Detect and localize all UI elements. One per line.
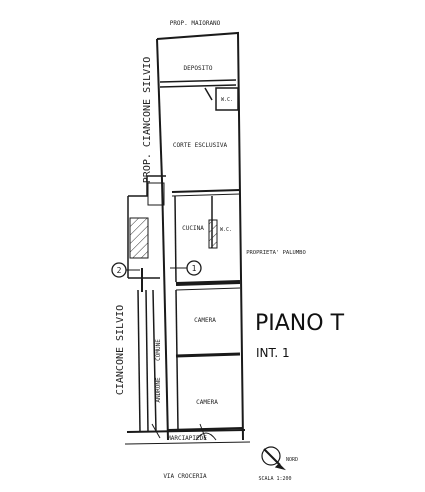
room-cucina: CUCINA bbox=[182, 225, 204, 232]
camera-walls bbox=[167, 280, 244, 431]
sidewalk bbox=[124, 423, 251, 445]
room-camera-1: CAMERA bbox=[194, 317, 216, 324]
room-wc-mid: W.C. bbox=[220, 227, 232, 233]
room-camera-2: CAMERA bbox=[196, 399, 218, 406]
room-deposito: DEPOSITO bbox=[184, 65, 213, 72]
room-corte: CORTE ESCLUSIVA bbox=[173, 142, 228, 149]
street-label: VIA CROCERIA bbox=[163, 473, 207, 480]
neighbor-top: PROP. MAIORANO bbox=[170, 20, 221, 27]
neighbor-left-bottom: CIANCONE SILVIO bbox=[115, 305, 126, 395]
section-markers bbox=[111, 260, 202, 278]
deposito-walls bbox=[159, 79, 239, 111]
left-annex bbox=[127, 175, 166, 433]
neighbor-right: PROPRIETA' PALUMBO bbox=[246, 250, 306, 256]
scale-label: SCALA 1:200 bbox=[258, 476, 291, 482]
room-androne: ANDRONE bbox=[155, 377, 162, 403]
neighbor-left-top: PROP. CIANCONE SILVIO bbox=[142, 57, 153, 183]
north-label: NORD bbox=[286, 457, 298, 463]
marker-1-label: 1 bbox=[192, 264, 197, 273]
north-arrow-icon bbox=[261, 446, 286, 471]
marker-2-label: 2 bbox=[117, 266, 122, 275]
sidewalk-label: MARCIAPIEDE bbox=[167, 435, 207, 442]
cucina-walls bbox=[171, 189, 241, 283]
room-comune: COMUNE bbox=[155, 339, 162, 361]
floor-title: PIANO T bbox=[255, 311, 345, 336]
interno-label: INT. 1 bbox=[256, 346, 290, 360]
outer-walls bbox=[156, 31, 244, 441]
room-wc-top: W.C. bbox=[221, 97, 233, 103]
